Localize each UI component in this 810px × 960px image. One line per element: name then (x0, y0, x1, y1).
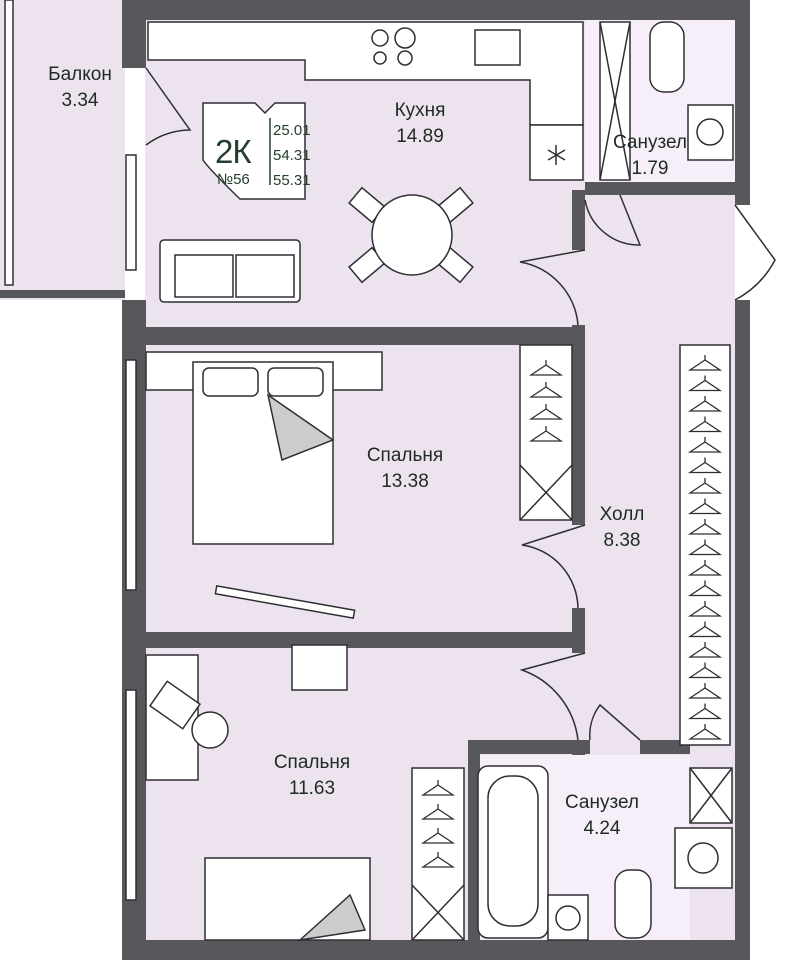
room-label-balcony: Балкон 3.34 (48, 62, 112, 114)
hanger-icon (687, 703, 723, 720)
bedroom2-furniture (145, 644, 465, 942)
hanger-icon (687, 478, 723, 494)
hanger-icon (687, 724, 723, 740)
apartment-type: 2К (215, 133, 252, 170)
hanger-icon (687, 457, 723, 474)
room-label-bedroom-1: Спальня 13.38 (367, 443, 443, 495)
windows (4, 0, 137, 901)
dining-table (348, 186, 474, 284)
apartment-number: №56 (217, 171, 250, 188)
room-area: 4.24 (583, 818, 621, 839)
kitchen-counter (147, 21, 584, 181)
hanger-icon (420, 852, 456, 868)
doors (145, 67, 776, 741)
hanger-icon (687, 498, 723, 515)
apartment-areas: 25.01 54.31 55.31 (273, 118, 311, 193)
double-bed (145, 344, 573, 619)
room-area: 8.38 (603, 530, 641, 551)
hanger-icon (528, 360, 564, 376)
hanger-icon (687, 642, 723, 658)
room-area: 14.89 (396, 126, 444, 147)
hanger-icon (687, 601, 723, 617)
walls (0, 0, 750, 960)
hanger-icon (687, 560, 723, 576)
hanger-icon (528, 382, 564, 398)
sofa (159, 239, 301, 303)
hanger-icon (420, 828, 456, 844)
hanger-icon (687, 437, 723, 453)
room-name: Спальня (273, 752, 351, 773)
room-label-kitchen: Кухня 14.89 (395, 98, 446, 150)
room-name: Балкон (48, 64, 112, 85)
room-area: 11.63 (288, 778, 336, 799)
room-label-hall: Холл 8.38 (600, 502, 645, 554)
balcony-floor (0, 0, 125, 300)
total-area: 54.31 (273, 147, 311, 164)
hanger-icon (687, 396, 723, 412)
hanger-icon (687, 662, 723, 679)
room-label-wc: Санузел 1.79 (613, 130, 687, 182)
room-name: Холл (599, 504, 645, 525)
hanger-icon (420, 804, 456, 820)
apartment-badge: 2К №56 25.01 54.31 55.31 (203, 103, 311, 199)
hanger-icon (687, 416, 723, 433)
hanger-icon (528, 404, 564, 420)
room-name: Санузел (564, 792, 640, 813)
room-label-bathroom: Санузел 4.24 (565, 790, 639, 842)
room-name: Спальня (366, 445, 444, 466)
room-area: 1.79 (631, 158, 669, 179)
hanger-icon (687, 375, 723, 392)
hanger-icon (687, 519, 723, 535)
living-area: 25.01 (273, 122, 311, 139)
room-area: 13.38 (381, 471, 429, 492)
room-label-bedroom-2: Спальня 11.63 (274, 750, 350, 802)
hanger-icon (528, 426, 564, 442)
total-area-with-balcony: 55.31 (273, 172, 311, 189)
bathroom-fixtures (477, 21, 734, 941)
room-name: Кухня (394, 100, 446, 121)
apartment-badge-shape (202, 102, 306, 200)
room-area: 3.34 (61, 90, 99, 111)
hanger-icon (687, 621, 723, 638)
hanger-icon (687, 539, 723, 556)
hanger-icon (687, 580, 723, 597)
hanger-icon (420, 780, 456, 796)
hanger-icon (687, 683, 723, 699)
hanger-icon (687, 355, 723, 371)
room-name: Санузел (612, 132, 688, 153)
